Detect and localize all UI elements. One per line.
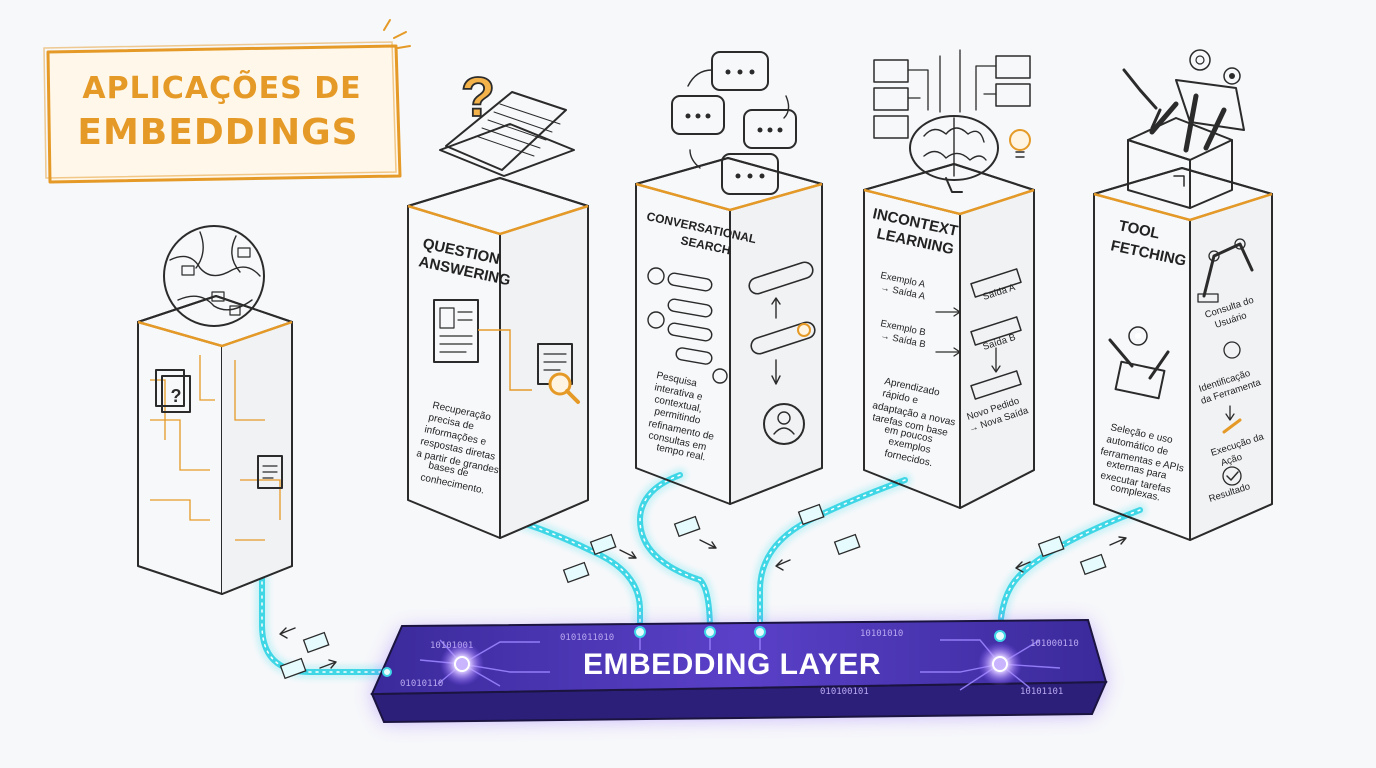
svg-text:?: ? <box>171 386 182 406</box>
svg-text:?: ? <box>461 65 495 128</box>
toolbox-icon <box>1124 50 1244 208</box>
icl-examples: Exemplo A → Saída A Exemplo B → Saída B <box>879 270 926 350</box>
pillar-incontext-learning: INCONTEXT LEARNING Exemplo A → Saída A E… <box>864 50 1034 508</box>
svg-text:10101010: 10101010 <box>860 629 903 639</box>
cs-description: Pesquisa interativa e contextual, permit… <box>647 370 715 463</box>
connected-cards-icon <box>874 50 1030 157</box>
pillar-question-answering: ? QUESTION ANSWERING Recuperação precisa… <box>408 65 588 538</box>
title-card: APLICAÇÕES DE EMBEDDINGS <box>44 20 410 182</box>
title-line-1: APLICAÇÕES DE <box>82 69 361 106</box>
svg-text:01010110: 01010110 <box>400 679 443 689</box>
folder-question-icon: ? <box>156 370 190 412</box>
pillar-conversational-search: CONVERSATIONAL SEARCH Pesquisa interativ… <box>636 52 822 504</box>
tf-heading-2: FETCHING <box>1109 237 1188 270</box>
pillar-tool-fetching: TOOL FETCHING Consulta do Usuário Identi… <box>1094 50 1272 540</box>
chat-thread-icon <box>648 268 727 383</box>
svg-text:010100101: 010100101 <box>820 687 869 697</box>
tf-description: Seleção e uso automático de ferramentas … <box>1099 422 1184 503</box>
globe-icon <box>164 226 264 326</box>
pillar-knowledge-base: ? <box>138 226 292 594</box>
title-line-2: EMBEDDINGS <box>77 112 358 153</box>
chat-bubbles-icon <box>672 52 796 194</box>
qa-description: Recuperação precisa de informações e res… <box>415 400 499 496</box>
svg-text:0101011010: 0101011010 <box>560 633 614 643</box>
tools-gear-icon <box>1110 327 1168 398</box>
brain-icon <box>910 116 998 192</box>
svg-text:101000110: 101000110 <box>1030 639 1079 649</box>
svg-text:10101101: 10101101 <box>1020 687 1063 697</box>
question-mark-icon: ? <box>461 65 495 128</box>
embedding-layer-label: EMBEDDING LAYER <box>583 648 881 681</box>
icl-description: Aprendizado rápido e adaptação a novas t… <box>871 376 956 469</box>
scroll-document-icon <box>434 300 478 362</box>
